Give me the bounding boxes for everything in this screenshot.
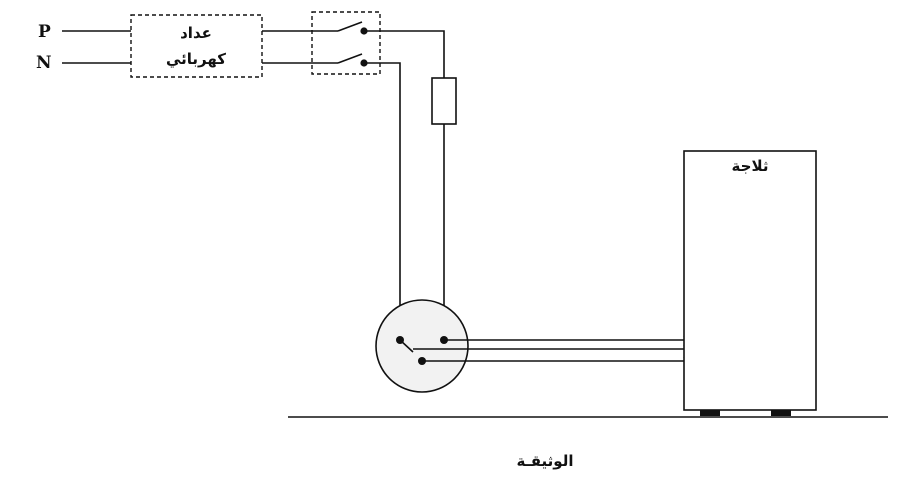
- neutral-out-wire: [364, 62, 401, 339]
- outlet-internal-link: [399, 339, 414, 353]
- phase-out-wire-top: [364, 30, 445, 78]
- phase-label: P: [38, 22, 51, 42]
- electric-meter-box: [130, 14, 263, 78]
- breaker-switch-bottom-blade: [337, 53, 363, 64]
- breaker-switch-top-blade: [337, 21, 363, 32]
- meter-label-line1: عداد: [180, 24, 212, 42]
- wall-outlet: [375, 299, 469, 393]
- meter-label-line2: كهربائي: [166, 50, 226, 68]
- document-caption: الوثيقـة: [517, 452, 574, 470]
- refrigerator-label: ثلاجة: [732, 157, 769, 175]
- fuse: [431, 77, 457, 125]
- neutral-label: N: [36, 53, 52, 73]
- refrigerator: [683, 150, 817, 411]
- main-breaker-box: [311, 11, 381, 75]
- refrigerator-foot-left: [700, 410, 720, 416]
- refrigerator-foot-right: [771, 410, 791, 416]
